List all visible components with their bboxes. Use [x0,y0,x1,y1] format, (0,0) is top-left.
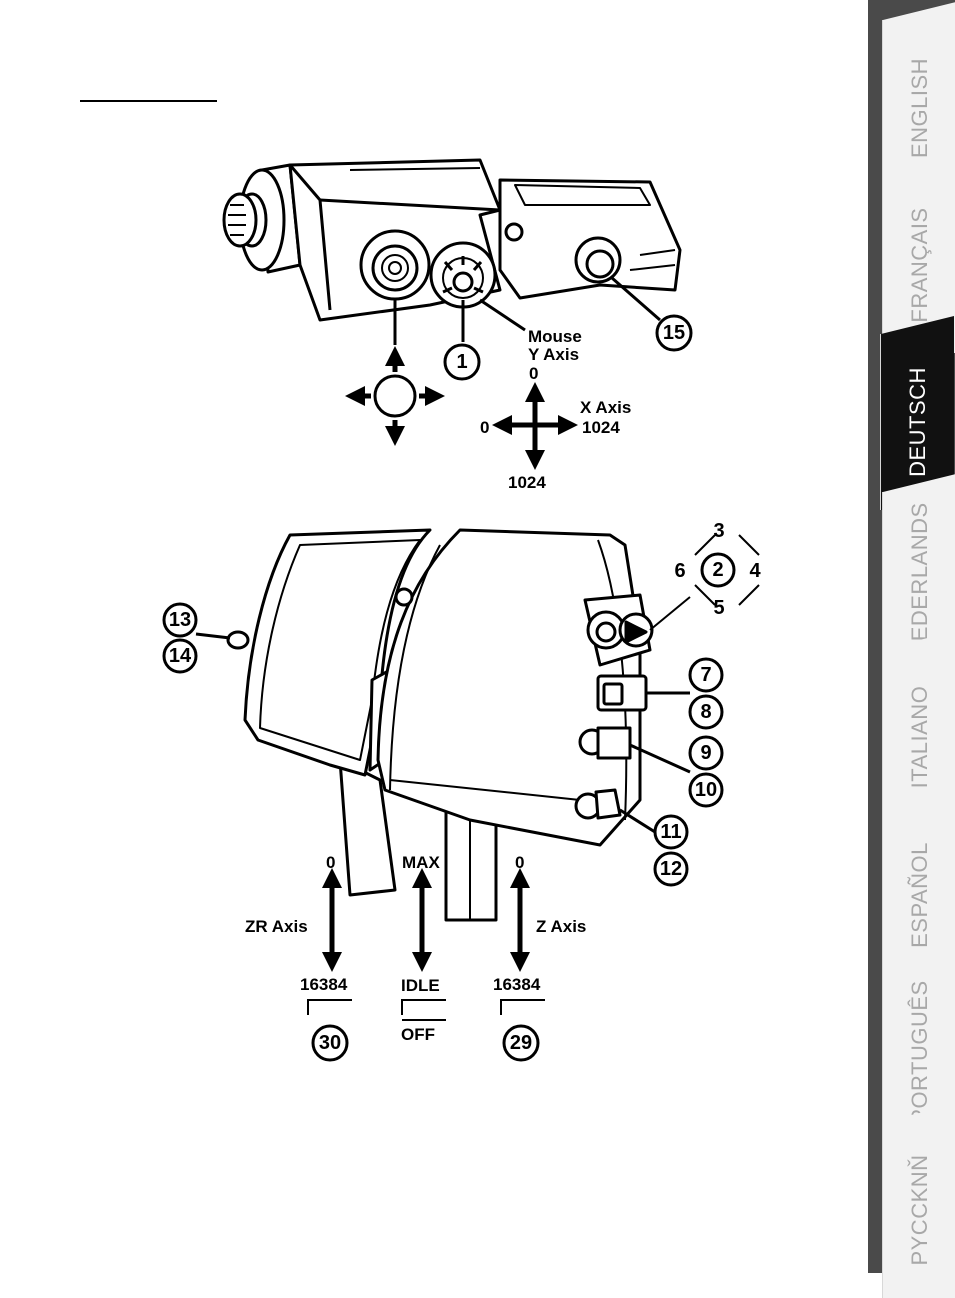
callout-30: 30 [311,1024,349,1062]
callout-15: 15 [655,314,693,352]
hat-pos-2: 2 [712,559,723,581]
tab-espanol-label: ESPAÑOL [906,842,932,948]
zr-axis-label: ZR Axis [245,917,308,936]
hat-pos-4: 4 [749,560,761,582]
svg-text:7: 7 [700,664,711,686]
svg-text:1: 1 [456,351,467,373]
svg-text:14: 14 [169,645,192,667]
x-axis-min: 0 [480,418,489,437]
z-axis-label: Z Axis [536,917,586,936]
callout-29: 29 [502,1024,540,1062]
tab-deutsch-label: DEUTSCH [904,367,930,477]
callout-9: 9 [688,735,724,771]
language-tab-bar: ENGLISH FRANÇAIS DEUTSCH NEDERLANDS ITAL… [868,0,955,1298]
hat-pos-5: 5 [713,597,724,619]
throttle-diagram: 1 15 Mouse Y Axis 0 1024 X Axis 0 1024 [162,158,761,1062]
throttle-idle: IDLE [401,976,440,995]
callout-1: 1 [443,343,481,381]
step-symbols [307,999,545,1021]
axis-arrows [322,868,530,972]
tab-russian[interactable]: PYCCKNŇ [882,1104,955,1298]
svg-text:10: 10 [695,779,717,801]
zr-axis-bottom: 16384 [300,975,348,994]
hat-pos-3: 3 [713,520,724,542]
svg-text:15: 15 [663,322,685,344]
callout-10: 10 [688,772,724,808]
callout-7: 7 [688,657,724,693]
hat-direction-icon [345,346,445,446]
throttle-max: MAX [402,853,440,872]
svg-text:30: 30 [319,1032,341,1054]
tab-russian-label: PYCCKNŇ [906,1154,932,1266]
bottom-throttle-illustration [226,528,654,922]
svg-text:8: 8 [700,701,711,723]
svg-text:11: 11 [660,821,681,843]
callout-11: 11 [653,814,689,850]
y-axis-min: 0 [529,364,538,383]
tab-italiano-label: ITALIANO [906,685,932,789]
z-axis-bottom: 16384 [493,975,541,994]
y-axis-label: Y Axis [528,345,579,364]
svg-text:9: 9 [700,742,711,764]
tab-english-label: ENGLISH [906,57,932,159]
top-leader-lines [393,276,661,345]
mouse-label: Mouse [528,327,582,346]
callout-8: 8 [688,694,724,730]
bottom-leader-lines [195,632,691,834]
svg-text:12: 12 [660,858,682,880]
callout-13: 13 [162,602,198,638]
callout-14: 14 [162,638,198,674]
y-axis-max: 1024 [508,473,546,492]
throttle-off: OFF [401,1025,435,1044]
header-rule [80,100,217,102]
callout-12: 12 [653,851,689,887]
zr-axis-top: 0 [326,853,335,872]
hat-position-diagram: 2 3 4 6 5 [649,520,761,631]
z-axis-top: 0 [515,853,524,872]
tab-portugues-label: PORTUGUÊS [906,980,932,1124]
hat-pos-6: 6 [674,560,685,582]
xy-axes-icon [492,382,578,470]
tab-francais-label: FRANÇAIS [906,207,932,323]
svg-text:29: 29 [510,1032,532,1054]
x-axis-label: X Axis [580,398,631,417]
top-device-illustration [222,158,682,322]
svg-text:13: 13 [169,609,191,631]
x-axis-max: 1024 [582,418,620,437]
